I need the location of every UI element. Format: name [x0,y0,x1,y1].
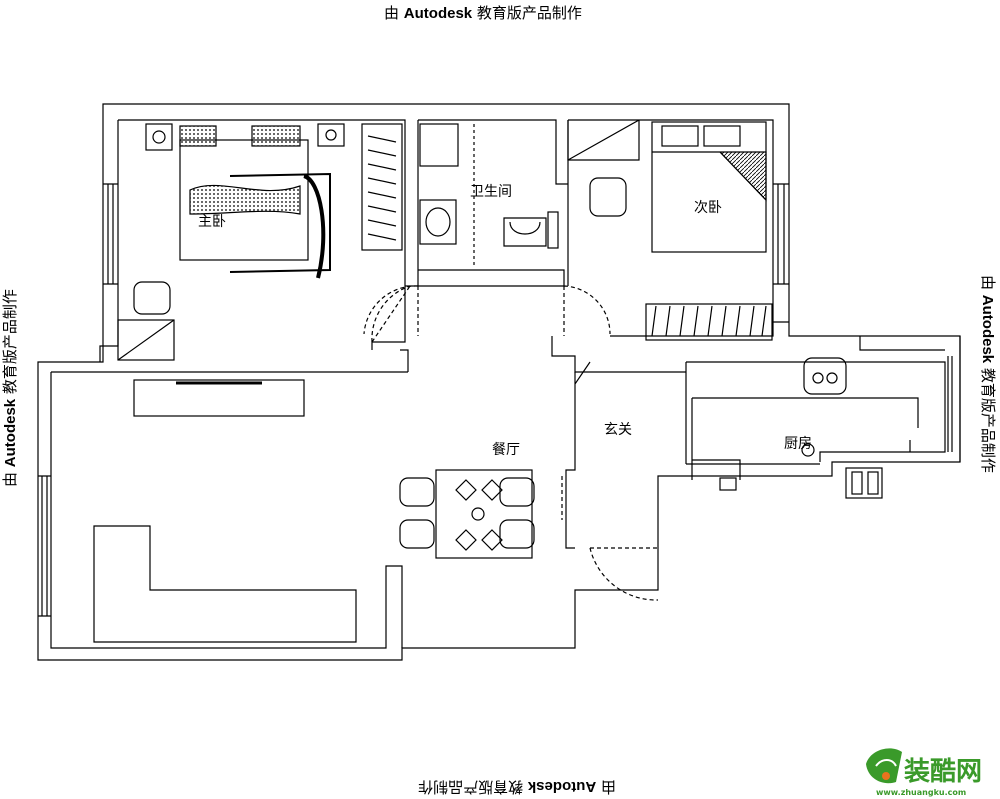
stamp-prefix: 由 [384,4,400,22]
inner-wall [50,371,408,649]
chair [803,357,847,395]
outer-wall [37,103,961,661]
window [859,336,961,462]
room-label-kitchen: 厨房 [784,436,812,452]
wardrobe [645,303,773,341]
nightstand [317,123,345,147]
watermark-name: 装酷网 [904,757,982,787]
second-bedroom-wall [567,119,789,323]
hall-wall [551,322,774,373]
dining-table [435,469,533,559]
watermark-url: www.zhuangku.com [876,788,966,797]
kitchen-sink [845,467,883,499]
door-master [371,285,411,343]
stamp-brand: Autodesk [403,5,473,22]
autodesk-stamp-top: 由 Autodesk 教育版产品制作 [384,2,582,23]
door-second [563,285,611,336]
window [773,183,789,285]
room-label-second-bedroom: 次卧 [694,200,722,216]
room-label-master-bedroom: 主卧 [198,214,226,230]
toilet [503,217,547,247]
sofa [93,525,357,643]
shower [419,123,459,167]
wardrobe [361,123,403,251]
window [103,183,118,285]
door-entrance [589,547,659,601]
inner-wall [99,119,418,372]
second-bed [651,121,767,253]
nightstand [145,123,173,151]
room-label-entrance: 玄关 [604,421,632,438]
master-bed [179,139,309,261]
washbasin [419,199,457,245]
chair [589,177,627,217]
room-label-dining: 餐厅 [492,442,520,458]
bathroom-wall [417,119,569,287]
stamp-suffix: 教育版产品制作 [476,4,582,22]
chair [133,281,171,315]
kitchen-wall [565,361,946,549]
kitchen-counter [691,397,919,480]
window [38,475,51,617]
desk [117,319,175,361]
door-bathroom [363,285,419,336]
room-label-bathroom: 卫生间 [470,184,512,200]
tv-cabinet [133,379,305,417]
zhuangku-watermark: 装酷网 www.zhuangku.com [866,748,982,797]
zhuangku-logo-icon [866,748,902,784]
